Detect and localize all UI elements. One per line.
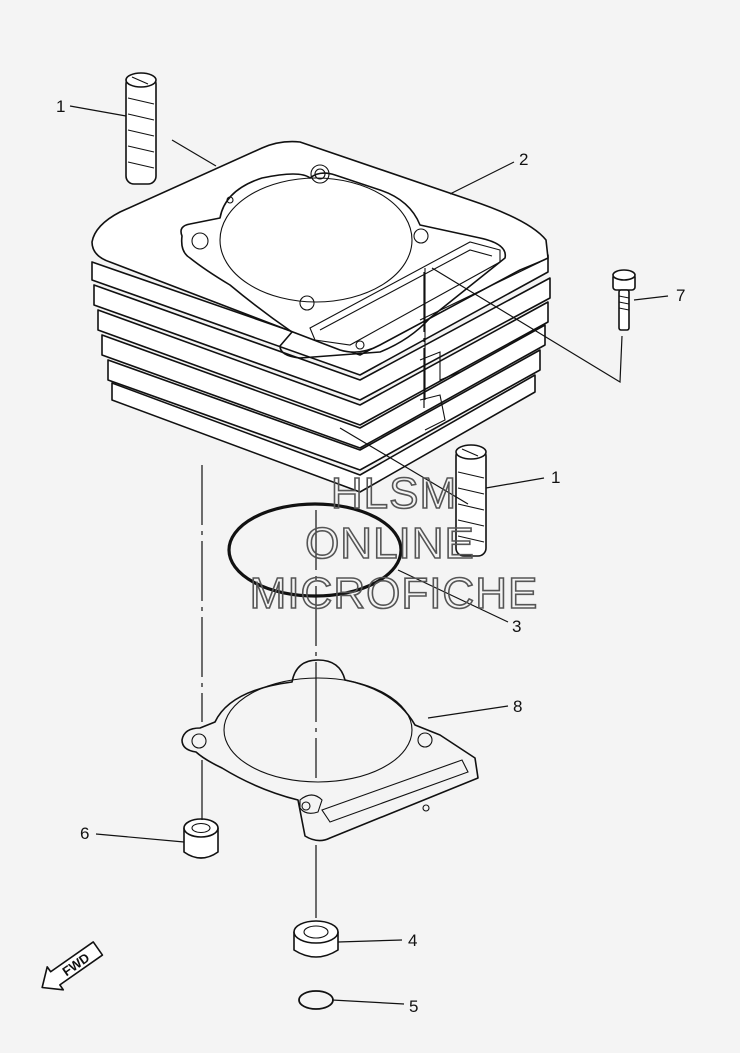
callout-6: 6 — [80, 824, 89, 843]
callout-5: 5 — [409, 997, 418, 1016]
assembly-center-lines — [201, 267, 623, 918]
callout-8: 8 — [513, 697, 522, 716]
callout-4: 4 — [408, 931, 417, 950]
cylinder-part-2 — [91, 140, 551, 493]
callout-2: 2 — [519, 150, 528, 169]
callout-1-mid: 1 — [551, 468, 560, 487]
fwd-arrow-icon: FWD — [41, 941, 104, 991]
o-ring-part-3 — [227, 502, 403, 598]
watermark-line-2: ONLINE — [305, 519, 475, 568]
watermark: HLSM ONLINE MICROFICHE — [249, 468, 539, 619]
callout-1-top: 1 — [56, 97, 65, 116]
dowel-part-4 — [293, 920, 339, 958]
watermark-line-3: MICROFICHE — [250, 569, 539, 618]
callout-7: 7 — [676, 286, 685, 305]
small-o-ring-part-5 — [298, 990, 334, 1010]
base-gasket-part-8 — [181, 659, 479, 842]
callout-3: 3 — [512, 617, 521, 636]
dowel-part-6 — [183, 818, 219, 859]
watermark-line-1: HLSM — [331, 469, 457, 518]
dowel-pin-part-1-mid — [455, 444, 487, 557]
dowel-pin-part-1-top — [125, 72, 157, 185]
bolt-part-7 — [612, 269, 636, 331]
leader-lines — [69, 105, 669, 1005]
